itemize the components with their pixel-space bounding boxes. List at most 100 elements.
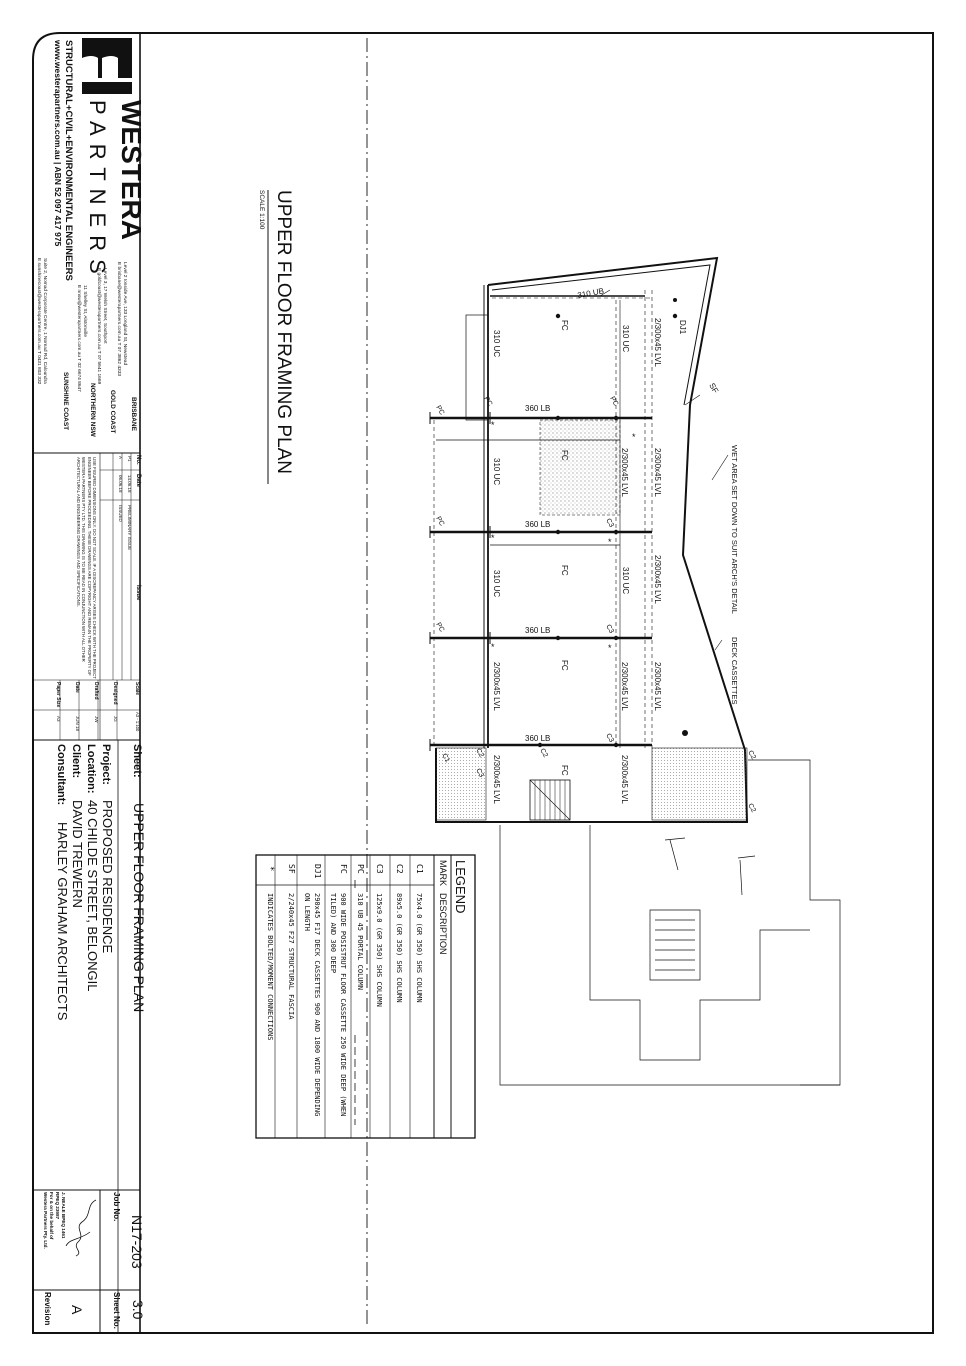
label-deck-cassettes: DECK CASSETTES (730, 637, 739, 705)
label-lvl-9: 2/300x45 LVL (620, 448, 629, 497)
project-label: Project: (100, 744, 112, 785)
job-sheet-numbers: Job No. N17-203 Sheet No. 3.0 Revision A… (43, 1192, 146, 1329)
label-wet-area: WET AREA SET DOWN TO SUIT ARCH'S DETAIL (730, 445, 739, 614)
legend-row4-mark: PC (356, 864, 365, 874)
label-360lb-1: 360 LB (525, 404, 550, 413)
firm-name-bottom: PARTNERS (85, 100, 110, 282)
sheet-title: UPPER FLOOR FRAMING PLAN (131, 803, 147, 1012)
engineer-signature (65, 1199, 97, 1257)
client-label: Client: (70, 744, 82, 778)
signoff-line3: For & on the behalf of (49, 1192, 54, 1240)
drawing-title: UPPER FLOOR FRAMING PLAN SCALE 1:100 (258, 190, 294, 484)
sheet-no-value: 3.0 (130, 1300, 146, 1320)
label-310uc-2: 310 UC (621, 567, 630, 594)
framing-plan: 310 UB 2/300x45 LVL 2/300x45 LVL 2/300x4… (429, 256, 757, 823)
rev-row1-date: 14.06.18 (127, 475, 132, 493)
label-c3-4: C3 (474, 768, 485, 779)
plan-scale: SCALE 1:100 (258, 190, 265, 230)
rev-row2-issue: ISSUED (118, 505, 123, 523)
label-c2-3: C2 (746, 750, 757, 761)
legend-row1-mark: C1 (415, 864, 424, 874)
legend-row6-desc: 290x45 F17 DECK CASSETTES 900 AND 1800 W… (303, 893, 321, 1117)
legend-row5-desc-frame: 900 WIDE POSISTRUT FLOOR CASSETTE 250 WI… (329, 893, 347, 1116)
label-360lb-4: 360 LB (525, 734, 550, 743)
sheet-label: Sheet: (131, 744, 143, 778)
label-fc-2: FC (560, 450, 569, 461)
label-360lb-2: 360 LB (525, 520, 550, 529)
detail-date-label: Date (74, 682, 80, 693)
office-goldcoast-line2: E goldcoast@westerapartners.com.au T 07 … (96, 268, 102, 384)
label-360lb-3: 360 LB (525, 626, 550, 635)
label-c3-3: C3 (604, 733, 615, 744)
legend-row1-desc: 75x4.0 (GR 350) SHS COLUMN (415, 893, 423, 1003)
office-goldcoast-name: GOLD COAST (109, 390, 116, 433)
detail-drafted-label: Drafted (93, 682, 99, 700)
office-brisbane-name: BRISBANE (130, 397, 137, 432)
legend-row5-mark: FC (339, 864, 348, 874)
detail-paper-value: A3 (56, 716, 61, 722)
project-info: Sheet: UPPER FLOOR FRAMING PLAN Project:… (55, 744, 147, 1021)
signoff-line1: J. NEALE BPEQ 1461 (61, 1192, 66, 1239)
legend-row8-desc: INDICATES BOLTED/MOMENT CONNECTIONS (266, 893, 274, 1041)
client-value: DAVID TREWERN (70, 800, 85, 908)
rev-row2-date: 06.06.18 (118, 475, 123, 493)
label-c2-2: C2 (474, 748, 485, 759)
label-c3-1: C3 (604, 518, 615, 529)
westera-logo: WESTERA PARTNERS (82, 38, 147, 282)
label-pc-5: PC (608, 396, 619, 408)
sheet-no-label: Sheet No. (112, 1292, 121, 1329)
detail-drafted-value: JW (94, 716, 99, 723)
label-pc-2: PC (434, 516, 445, 528)
legend-row2-desc: 89x5.0 (GR 350) SHS COLUMN (395, 893, 403, 1003)
office-sunshine-line1: Suite 2, Nomad Corporate Centre, 1 Nomad… (42, 258, 48, 384)
revision-label: Revision (43, 1292, 52, 1325)
consultant-label: Consultant: (55, 744, 67, 805)
label-pc-3: PC (434, 622, 445, 634)
legend-row3-desc: 125x9.0 (GR 350) SHS COLUMN (375, 893, 383, 1007)
label-lvl-3: 2/300x45 LVL (653, 555, 662, 604)
detail-designed-label: Designed (112, 682, 118, 705)
label-lvl-8: 2/300x45 LVL (492, 755, 501, 804)
label-310uc-3: 310 UC (492, 330, 501, 357)
label-pc-1: PC (434, 405, 445, 417)
office-brisbane-line1: Level 2 Ionside Ave, 133 Longland St, Ne… (122, 262, 128, 365)
label-310uc-1: 310 UC (621, 325, 630, 352)
job-no-label: Job No. (112, 1192, 121, 1221)
rev-row1-no: P1 (127, 456, 132, 462)
deck-hatch-right (651, 747, 748, 821)
label-lvl-7: 2/300x45 LVL (492, 662, 501, 711)
office-sunshine-name: SUNSHINE COAST (62, 372, 69, 430)
legend-row7-desc: 2/240x45 F27 STRUCTURAL FASCIA (287, 893, 295, 1020)
label-310uc-5: 310 UC (492, 570, 501, 597)
label-c2-1: C2 (538, 748, 549, 759)
label-dj1: DJ1 (678, 320, 687, 335)
legend-row8-mark: * (265, 866, 275, 871)
label-c2-4: C2 (746, 803, 757, 814)
detail-paper-label: Paper Size (55, 682, 61, 708)
deck-hatch-left (435, 747, 487, 821)
column-dots (537, 298, 688, 748)
member-labels: 310 UB 2/300x45 LVL 2/300x45 LVL 2/300x4… (434, 286, 757, 813)
detail-scale-value: A3 - 1:100 (135, 712, 140, 732)
office-nnsw-line1: 11 Shelley St, Alstonville (82, 285, 88, 337)
signoff-line4: Westera Partners Pty. Ltd. (43, 1192, 48, 1249)
label-fc-1: FC (560, 320, 569, 331)
disclaimer-text: USE FIGURED DIMENSIONS ONLY. DO NOT SCAL… (76, 457, 97, 679)
label-star-6: * (632, 432, 636, 442)
label-lvl-5: 2/300x45 LVL (620, 662, 629, 711)
rev-row2-no: A (118, 456, 123, 459)
legend-col-mark: MARK (438, 860, 448, 886)
legend-row6-mark: DJ1 (313, 864, 322, 879)
firm-web-abn: www.westerapartners.com.au | ABN 52 097 … (53, 39, 63, 247)
label-star-2: * (608, 537, 612, 547)
office-nnsw-name: NORTHERN NSW (89, 383, 96, 438)
label-fc-4: FC (560, 660, 569, 671)
signoff-line2: RPEQ 23987 (55, 1192, 60, 1220)
location-label: Location: (85, 744, 97, 794)
title-block: WESTERA PARTNERS STRUCTURAL+CIVIL+ENVIRO… (33, 38, 147, 1333)
label-lvl-1: 2/300x45 LVL (653, 318, 662, 367)
sheet-border (32, 32, 934, 1334)
rev-header-date: Date (135, 474, 141, 488)
label-star-3: * (491, 533, 495, 543)
